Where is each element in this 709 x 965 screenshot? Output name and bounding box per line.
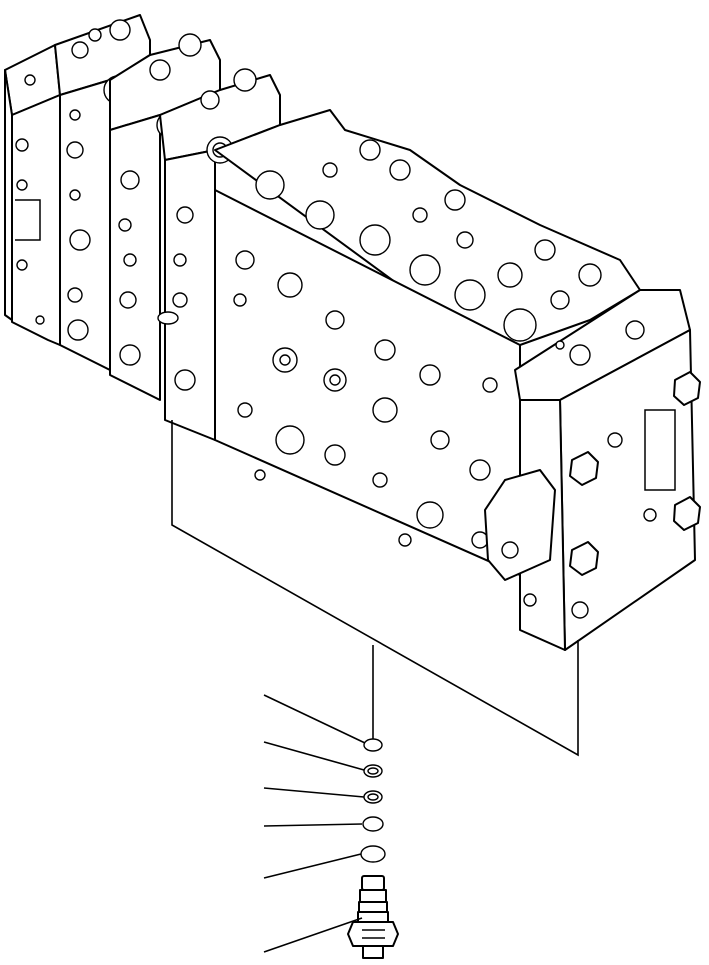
bolt-head-1	[673, 371, 701, 406]
valve-cartridge	[347, 875, 399, 959]
o-ring-5	[360, 845, 386, 863]
o-ring-4	[362, 816, 384, 832]
bolt-head-2	[569, 451, 599, 486]
valve-section-6	[484, 289, 701, 651]
bolt-head-3	[673, 496, 701, 531]
bolt-head-4	[569, 541, 599, 576]
valve-section-5	[214, 109, 641, 576]
o-ring-3	[363, 790, 383, 804]
o-ring-1	[363, 738, 383, 752]
o-ring-2	[363, 764, 383, 778]
callout-leaders	[263, 694, 366, 953]
locator-lines	[171, 420, 579, 757]
valve-section-4	[157, 68, 281, 441]
valve-section-3	[109, 33, 221, 401]
valve-section-1	[4, 44, 61, 346]
